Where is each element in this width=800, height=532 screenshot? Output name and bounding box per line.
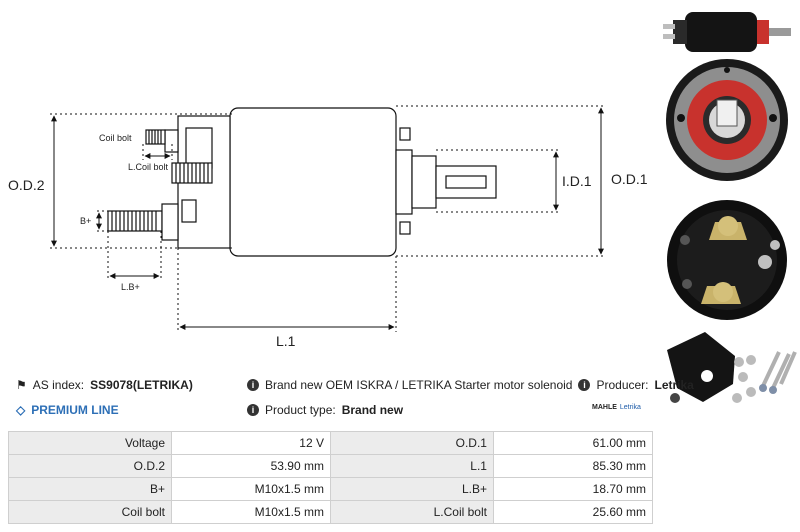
middle-nut xyxy=(171,162,213,184)
spec-table: Voltage 12 V O.D.1 61.00 mm O.D.2 53.90 … xyxy=(8,431,654,524)
coil-bolt xyxy=(145,129,166,145)
as-index-row: ⚑ AS index: SS9078(LETRIKA) xyxy=(16,378,193,392)
photo-rear-view xyxy=(667,200,787,320)
producer-value: Letrika xyxy=(654,378,694,392)
premium-line-label: PREMIUM LINE xyxy=(31,403,119,417)
spec-label: B+ xyxy=(8,477,172,501)
product-type-row: i Product type: Brand new xyxy=(247,403,403,417)
spec-label: O.D.2 xyxy=(8,454,172,478)
product-photos xyxy=(663,12,797,403)
spec-value: 18.70 mm xyxy=(492,477,654,501)
spec-label: Coil bolt xyxy=(8,500,172,524)
table-row: O.D.2 53.90 mm L.1 85.30 mm xyxy=(8,454,654,478)
info-section: ⚑ AS index: SS9078(LETRIKA) i Brand new … xyxy=(0,370,694,425)
info-icon: i xyxy=(578,379,591,391)
tag-icon: ⚑ xyxy=(16,378,27,392)
brand-logo: MAHLE Letrika xyxy=(592,404,641,411)
as-index-value: SS9078(LETRIKA) xyxy=(90,378,193,392)
label-od1: O.D.1 xyxy=(611,171,648,187)
info-icon: i xyxy=(247,404,259,416)
spec-label: O.D.1 xyxy=(329,431,494,455)
info-icon: i xyxy=(247,379,259,391)
label-od2: O.D.2 xyxy=(8,177,45,193)
label-b-plus: B+ xyxy=(80,216,91,226)
spec-value: 53.90 mm xyxy=(171,454,331,478)
description-row: i Brand new OEM ISKRA / LETRIKA Starter … xyxy=(247,378,694,392)
spec-label: L.Coil bolt xyxy=(329,500,494,524)
diamond-icon: ◇ xyxy=(16,403,26,417)
product-type-label: Product type: xyxy=(265,403,336,417)
label-coil-bolt: Coil bolt xyxy=(99,133,132,143)
spec-label: L.B+ xyxy=(329,477,494,501)
label-l-coil-bolt: L.Coil bolt xyxy=(128,162,169,172)
premium-row: ◇ PREMIUM LINE xyxy=(16,403,119,417)
label-id1: I.D.1 xyxy=(562,173,592,189)
label-l-b-plus: L.B+ xyxy=(121,282,140,292)
photo-accessories xyxy=(667,332,797,403)
photo-front-view xyxy=(666,59,788,181)
logo-mahle: MAHLE xyxy=(592,404,617,411)
label-l1: L.1 xyxy=(276,333,296,349)
spec-value: 85.30 mm xyxy=(492,454,654,478)
spec-value: 12 V xyxy=(171,431,331,455)
producer-label: Producer: xyxy=(596,378,649,392)
table-row: Voltage 12 V O.D.1 61.00 mm xyxy=(8,431,654,455)
spec-value: M10x1.5 mm xyxy=(171,477,331,501)
solenoid-diagram: Coil bolt L.Coil bolt B+ L.B+ O.D.2 O.D.… xyxy=(8,105,648,349)
solenoid-body xyxy=(229,107,397,257)
spec-label: L.1 xyxy=(329,454,494,478)
table-row: Coil bolt M10x1.5 mm L.Coil bolt 25.60 m… xyxy=(8,500,654,524)
plunger xyxy=(411,155,437,209)
logo-letrika: Letrika xyxy=(619,404,641,411)
spec-value: 61.00 mm xyxy=(492,431,654,455)
description: Brand new OEM ISKRA / LETRIKA Starter mo… xyxy=(265,378,573,392)
spec-value: 25.60 mm xyxy=(492,500,654,524)
product-type-value: Brand new xyxy=(341,403,404,417)
spec-label: Voltage xyxy=(8,431,172,455)
as-index-label: AS index: xyxy=(32,378,85,392)
b-plus-bolt xyxy=(107,199,197,241)
spec-value: M10x1.5 mm xyxy=(171,500,331,524)
table-row: B+ M10x1.5 mm L.B+ 18.70 mm xyxy=(8,477,654,501)
photo-side-view xyxy=(663,12,791,52)
